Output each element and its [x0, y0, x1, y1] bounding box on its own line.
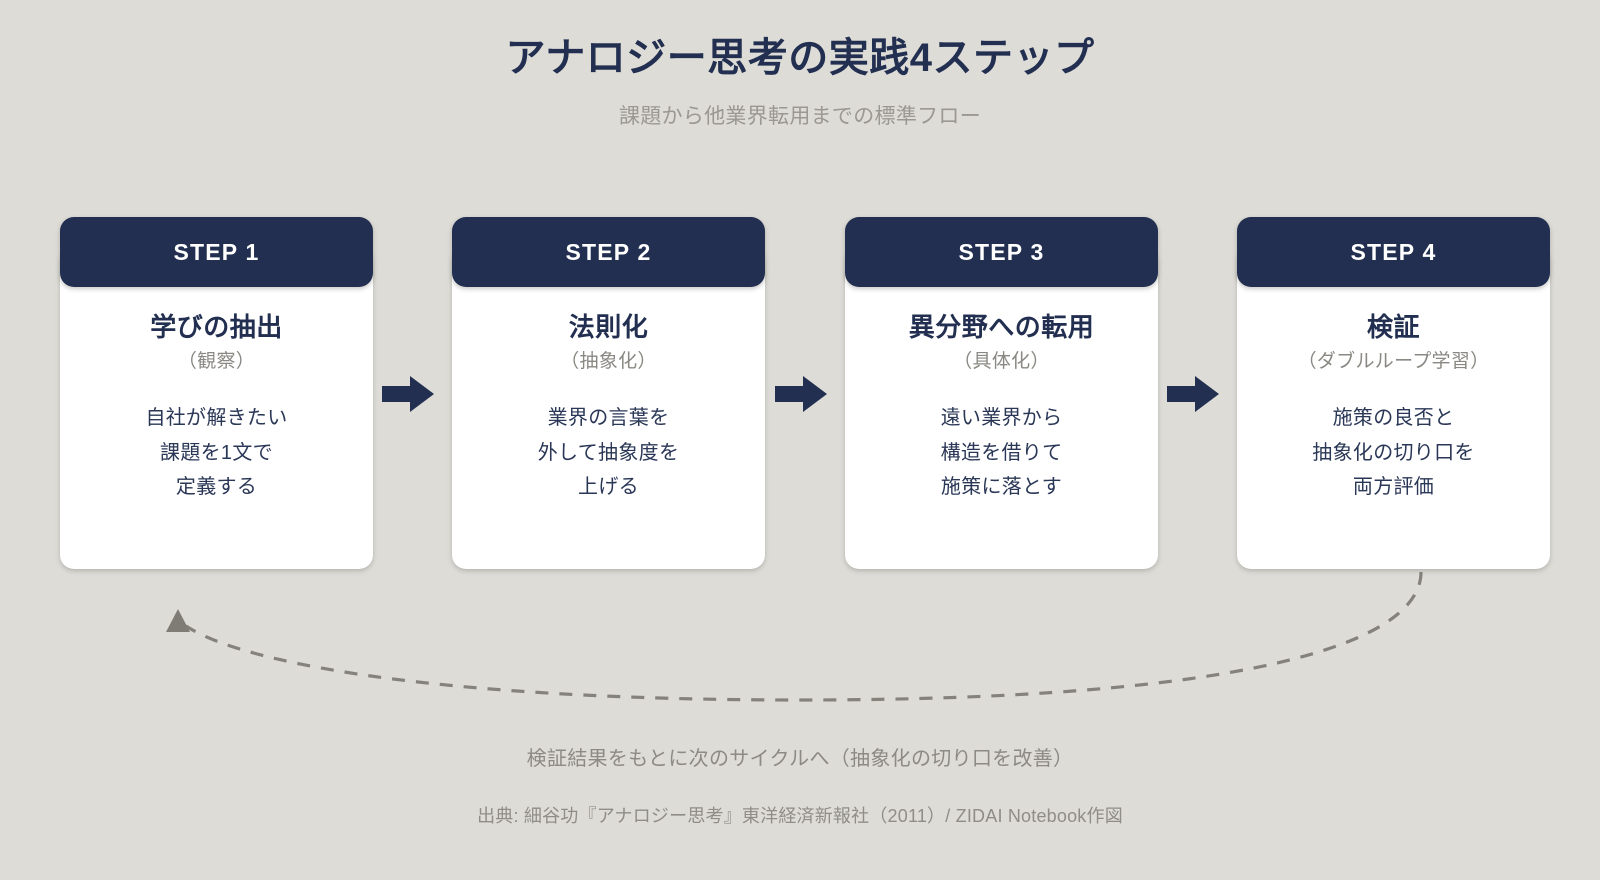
feedback-loop-path [185, 571, 1423, 702]
step-card-3-body [845, 247, 1158, 569]
feedback-loop-caption: 検証結果をもとに次のサイクルへ（抽象化の切り口を改善） [526, 748, 1074, 770]
step-card-1-content: 学びの抽出 （観察） 自社が解きたい 課題を1文で 定義する [60, 287, 373, 504]
step-card-2-badge: STEP 2 [565, 238, 652, 265]
step-card-3-badge: STEP 3 [958, 238, 1045, 265]
step-card-4-content: 検証 （ダブルループ学習） 施策の良否と 抽象化の切り口を 両方評価 [1237, 287, 1550, 504]
arrow-right-icon [775, 376, 827, 412]
connector-arrow-1-to-2 [382, 376, 434, 412]
step-card-1-description: 自社が解きたい 課題を1文で 定義する [145, 407, 288, 498]
step-card-1-title: 学びの抽出 [150, 312, 283, 342]
step-card-3-subtitle: （具体化） [953, 350, 1050, 372]
step-card-1-body [60, 247, 373, 569]
connector-arrow-3-to-4 [1167, 376, 1219, 412]
step-card-3-title: 異分野への転用 [908, 312, 1095, 342]
step-card-3[interactable]: 異分野への転用 （具体化） 遠い業界から 構造を借りて 施策に落とす STEP … [845, 217, 1158, 569]
step-card-4-title: 検証 [1366, 312, 1420, 342]
step-card-2-header: STEP 2 [452, 217, 765, 287]
step-card-1-badge: STEP 1 [173, 238, 260, 265]
page-title: アナロジー思考の実践4ステップ [505, 36, 1095, 80]
step-card-2-description: 業界の言葉を 外して抽象度を 上げる [537, 407, 680, 498]
page-subtitle: 課題から他業界転用までの標準フロー [618, 105, 982, 128]
step-card-2-title: 法則化 [568, 312, 649, 342]
step-card-1-subtitle: （観察） [177, 350, 256, 372]
step-card-2-body [452, 247, 765, 569]
step-card-4-subtitle: （ダブルループ学習） [1297, 350, 1490, 372]
step-card-2-subtitle: （抽象化） [560, 350, 657, 372]
arrow-right-icon [1167, 376, 1219, 412]
step-card-1[interactable]: 学びの抽出 （観察） 自社が解きたい 課題を1文で 定義する STEP 1 [60, 217, 373, 569]
arrow-right-icon [382, 376, 434, 412]
step-card-4-badge: STEP 4 [1350, 238, 1437, 265]
step-card-1-header: STEP 1 [60, 217, 373, 287]
source-caption: 出典: 細谷功『アナロジー思考』東洋経済新報社（2011）/ ZIDAI Not… [477, 806, 1123, 826]
step-card-3-header: STEP 3 [845, 217, 1158, 287]
step-card-3-content: 異分野への転用 （具体化） 遠い業界から 構造を借りて 施策に落とす [845, 287, 1158, 504]
step-card-4[interactable]: 検証 （ダブルループ学習） 施策の良否と 抽象化の切り口を 両方評価 STEP … [1237, 217, 1550, 569]
step-card-2[interactable]: 法則化 （抽象化） 業界の言葉を 外して抽象度を 上げる STEP 2 [452, 217, 765, 569]
step-card-4-body [1237, 247, 1550, 569]
step-card-3-description: 遠い業界から 構造を借りて 施策に落とす [940, 407, 1063, 498]
connector-arrow-2-to-3 [775, 376, 827, 412]
step-card-4-description: 施策の良否と 抽象化の切り口を 両方評価 [1312, 407, 1475, 498]
feedback-loop-arrowhead [166, 609, 190, 632]
step-card-4-header: STEP 4 [1237, 217, 1550, 287]
step-card-2-content: 法則化 （抽象化） 業界の言葉を 外して抽象度を 上げる [452, 287, 765, 504]
